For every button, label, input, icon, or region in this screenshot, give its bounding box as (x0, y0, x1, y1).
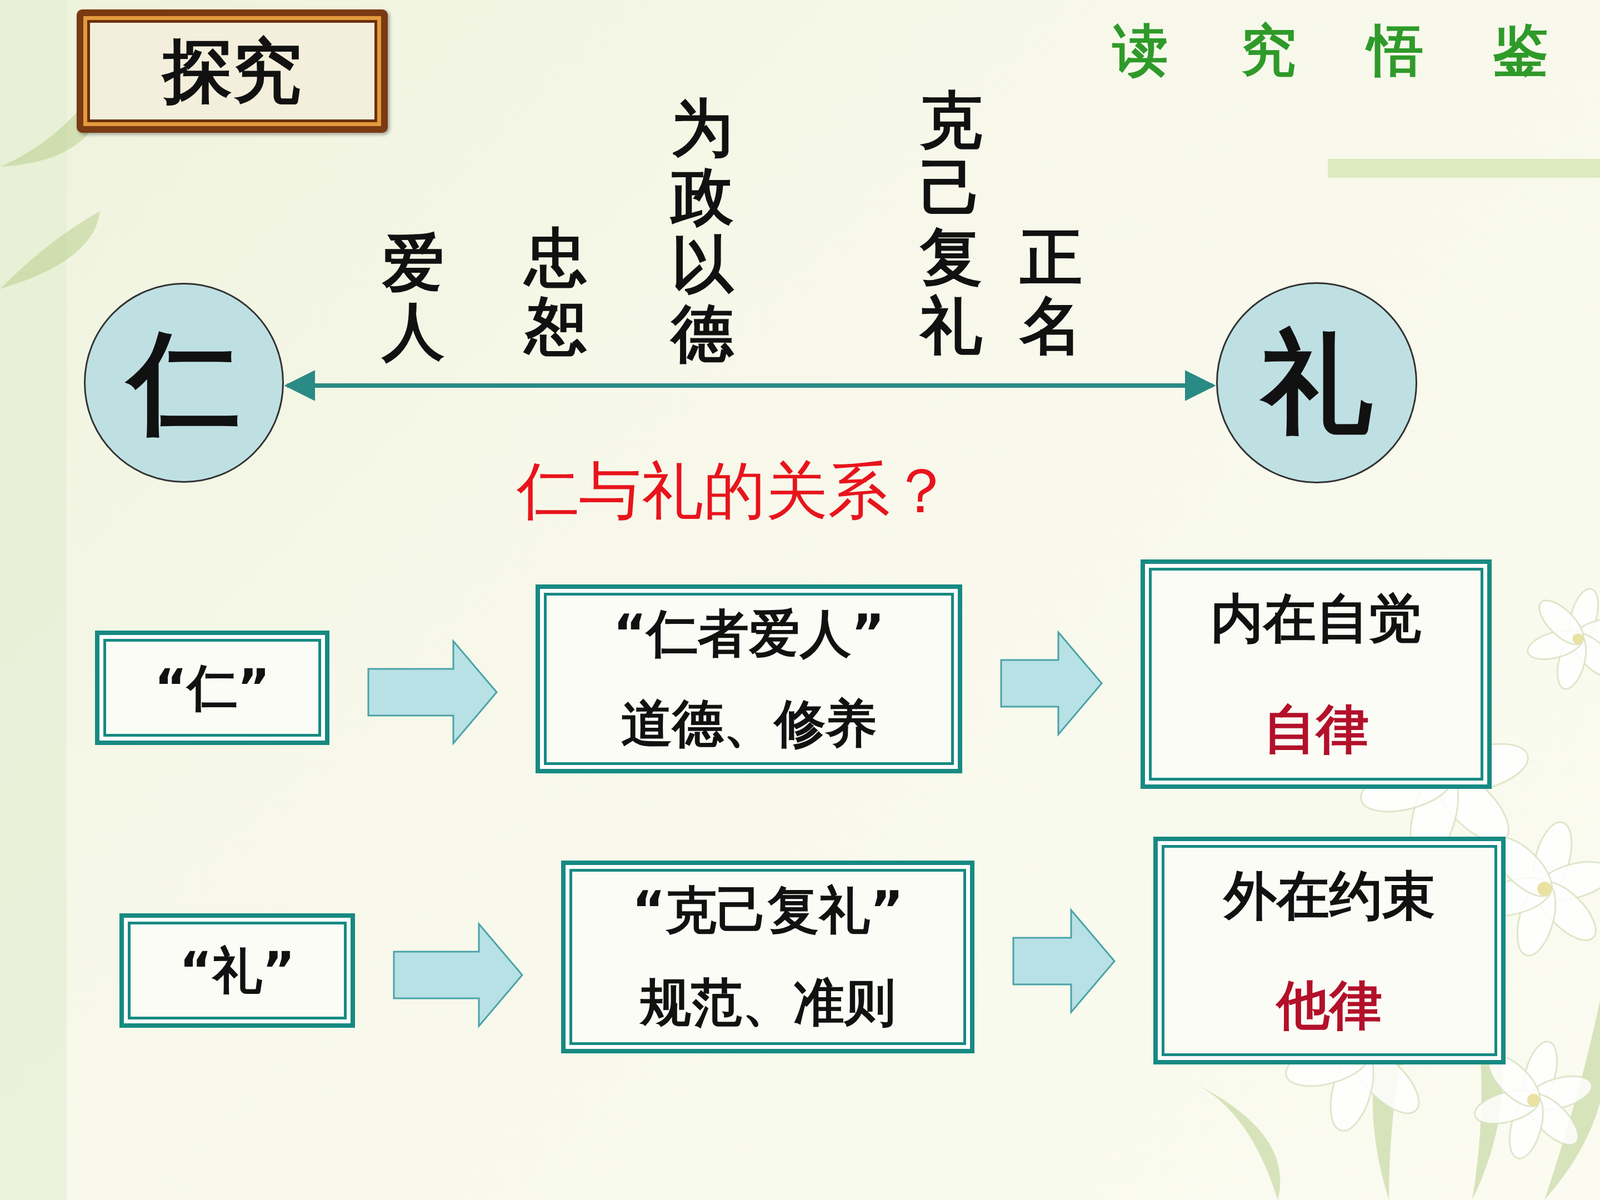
node-text: 探究 (162, 31, 302, 112)
section-tag: 鉴 (1492, 13, 1549, 89)
block-arrow (368, 641, 497, 744)
title-frame: 探究 (76, 9, 388, 133)
node-text: “礼” (179, 941, 295, 1000)
process-box: 内在自觉自律 (1140, 559, 1492, 789)
concept-label: 忠恕 (525, 223, 588, 360)
node-subtext: 他律 (1276, 975, 1383, 1036)
top-right-band (1327, 158, 1600, 178)
concept-label: 正名 (1020, 223, 1083, 360)
question-heading: 仁与礼的关系？ (516, 449, 953, 534)
node-text: “仁” (154, 658, 270, 717)
concept-label: 为政以德 (671, 93, 734, 368)
left-band (0, 0, 67, 1200)
node-subtext: 道德、修养 (621, 694, 877, 754)
node-text: 礼 (1261, 318, 1373, 447)
process-box: “仁” (95, 630, 330, 745)
lily-center (1572, 633, 1583, 644)
lily-center (1537, 881, 1552, 897)
process-box: “克己复礼” 规范、准则 (561, 860, 975, 1054)
lily-center (1527, 1093, 1540, 1107)
process-box: “礼” (119, 913, 355, 1028)
block-arrow (1001, 632, 1102, 735)
block-arrow (393, 923, 523, 1027)
section-tag: 读 (1112, 13, 1169, 89)
concept-label: 爱人 (382, 228, 445, 366)
lily-petal (1532, 593, 1590, 652)
block-arrow (1013, 910, 1115, 1013)
node-text: “仁者爱人” (613, 604, 885, 664)
process-box: “仁者爱人” 道德、修养 (535, 584, 963, 774)
node-text: “克己复礼” (632, 881, 904, 940)
node-text: 外在约束 (1223, 865, 1435, 927)
node-subtext: 自律 (1263, 698, 1369, 760)
concept-circle: 仁 (83, 282, 284, 483)
process-box: 外在约束他律 (1153, 836, 1506, 1065)
double-arrow (287, 383, 1213, 388)
concept-circle: 礼 (1216, 282, 1418, 484)
leaf (0, 211, 100, 289)
node-text: 仁 (128, 318, 240, 447)
concept-label: 克己复礼 (920, 86, 983, 360)
section-tag: 悟 (1367, 13, 1424, 89)
leaf (1194, 1083, 1280, 1200)
section-tag: 究 (1240, 13, 1297, 89)
node-text: 内在自觉 (1210, 588, 1422, 649)
node-subtext: 规范、准则 (640, 973, 896, 1033)
